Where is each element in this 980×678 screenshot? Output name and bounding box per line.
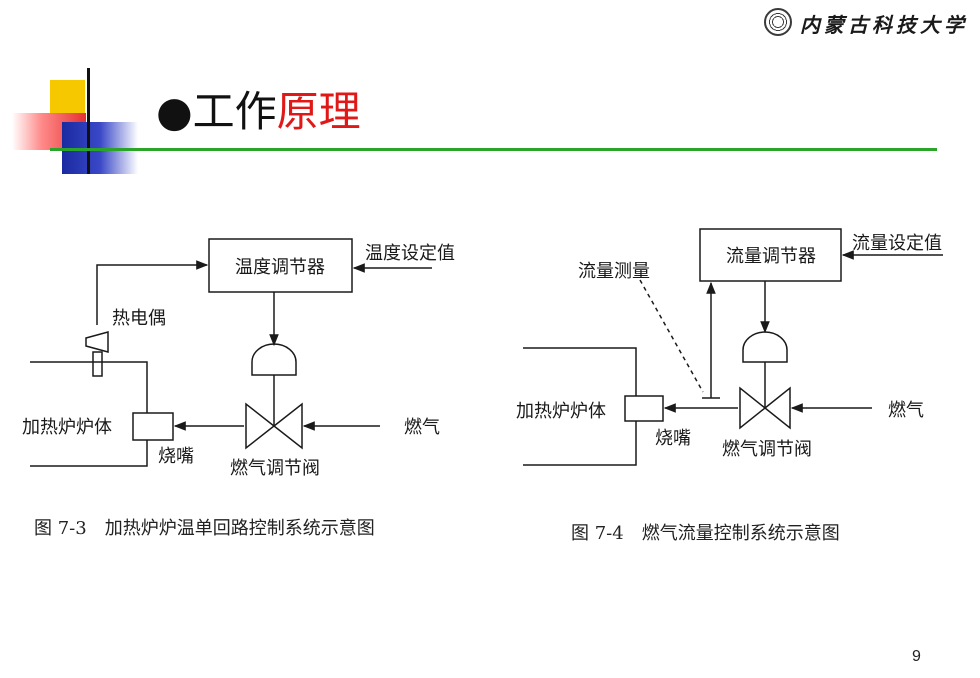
decor-vertical-line — [87, 68, 90, 174]
university-name: 内蒙古科技大学 — [800, 13, 968, 37]
figure-right — [523, 228, 943, 466]
right-fuel-label: 燃气 — [888, 400, 924, 421]
burner-box — [132, 412, 174, 441]
valve-icon — [245, 402, 303, 450]
left-valve-label: 燃气调节阀 — [230, 458, 320, 479]
left-figure-caption: 图 7-3 加热炉炉温单回路控制系统示意图 — [34, 518, 375, 539]
left-setpoint-label: 温度设定值 — [365, 243, 455, 264]
left-furnace-label: 加热炉炉体 — [22, 417, 112, 438]
university-seal-icon — [764, 8, 792, 36]
figure-left — [30, 238, 432, 467]
slide-title: ●工作原理 — [156, 84, 361, 140]
furnace-outline — [30, 361, 148, 467]
right-burner-label: 烧嘴 — [655, 428, 691, 449]
feedback-line — [96, 260, 209, 325]
right-valve-label: 燃气调节阀 — [722, 439, 812, 460]
flow-controller-box — [699, 228, 842, 282]
right-furnace-label: 加热炉炉体 — [516, 401, 606, 422]
measurement-pointer — [639, 279, 704, 393]
right-burner-box — [624, 395, 664, 422]
thermocouple-icon — [85, 331, 109, 353]
slide-title-part1: ●工作 — [156, 87, 277, 136]
thermocouple-label: 热电偶 — [112, 308, 166, 329]
temperature-controller-box — [208, 238, 353, 293]
right-figure-caption: 图 7-4 燃气流量控制系统示意图 — [571, 523, 840, 544]
slide-title-part2: 原理 — [276, 87, 361, 136]
right-controller-label: 流量调节器 — [726, 246, 816, 267]
right-actuator-dome-icon — [742, 331, 788, 363]
left-fuel-label: 燃气 — [404, 417, 440, 438]
actuator-dome-icon — [251, 343, 297, 376]
right-valve-icon — [739, 386, 791, 430]
page-number: 9 — [912, 648, 921, 665]
title-underline — [50, 148, 937, 151]
right-setpoint-label: 流量设定值 — [852, 233, 942, 254]
flow-measurement-label: 流量测量 — [578, 261, 650, 282]
left-burner-label: 烧嘴 — [158, 446, 194, 467]
left-controller-label: 温度调节器 — [235, 257, 325, 278]
thermocouple-stem — [92, 351, 103, 377]
